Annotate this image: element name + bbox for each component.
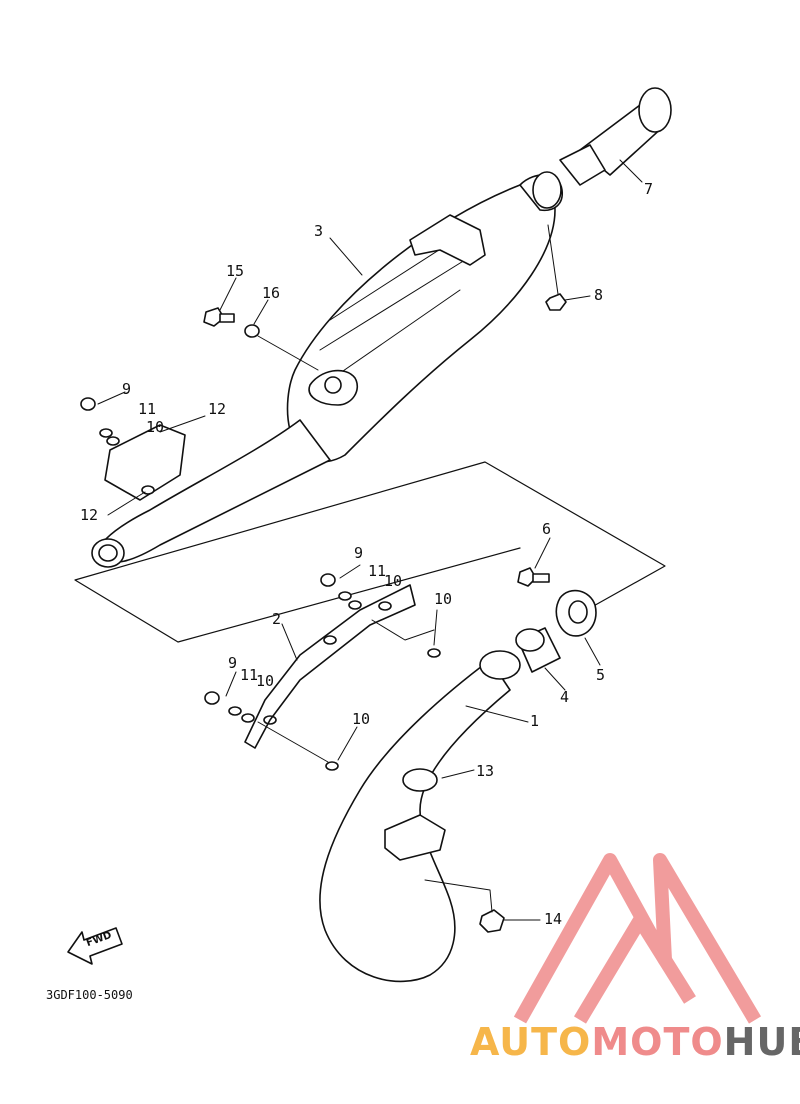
callout-8: 8	[594, 286, 604, 304]
callout-9-lower: 9	[228, 654, 238, 672]
callout-9-middle: 9	[354, 544, 364, 562]
muffler-body	[286, 180, 556, 463]
callout-11-middle: 11	[368, 562, 387, 580]
bolt-9-lower	[204, 691, 220, 705]
exhaust-pipe-inlet	[479, 650, 521, 680]
watermark-logo-icon	[513, 853, 762, 1024]
muffler-mount	[308, 369, 359, 406]
callout-16: 16	[262, 284, 281, 302]
callout-7: 7	[644, 180, 654, 198]
callout-1: 1	[530, 712, 540, 730]
washer-10-middle	[348, 600, 362, 610]
heat-guard	[104, 424, 186, 501]
brand-part-hub: HUB	[723, 1020, 800, 1064]
bolt-8	[545, 293, 567, 311]
washer-11-upper	[99, 428, 113, 438]
callout-2: 2	[272, 610, 282, 628]
bolt-9-middle	[320, 573, 336, 587]
muffler-mount-hole	[324, 376, 342, 394]
washer-10-lower-b	[241, 713, 255, 723]
diagram-code: 3GDF100-5090	[46, 988, 133, 1002]
callout-10-bottom: 10	[352, 710, 371, 728]
assembly-outline	[74, 461, 666, 643]
washer-10-upper	[106, 436, 120, 446]
callout-10-lower: 10	[256, 672, 275, 690]
washer-11-middle	[338, 591, 352, 601]
muffler-bracket	[409, 214, 486, 266]
bolt-15	[203, 307, 225, 327]
fwd-arrow	[67, 927, 123, 965]
washer-10-right	[427, 648, 441, 658]
brand-part-auto: AUTO	[470, 1020, 592, 1064]
callout-14: 14	[544, 910, 563, 928]
callout-6: 6	[542, 520, 552, 538]
nut-14	[479, 909, 505, 933]
spark-arrestor-cap	[638, 87, 672, 133]
tail-pipe-end	[91, 538, 125, 568]
clamp-5	[555, 589, 597, 637]
callout-10-middle: 10	[384, 572, 403, 590]
muffler-outlet	[532, 171, 562, 209]
exhaust-flange	[384, 814, 446, 861]
callout-15: 15	[226, 262, 245, 280]
bolt-9-upper	[80, 397, 96, 411]
callout-13: 13	[476, 762, 495, 780]
callout-5: 5	[596, 666, 606, 684]
callout-10-tail: 12	[80, 506, 99, 524]
callout-10-right: 10	[434, 590, 453, 608]
callout-3: 3	[314, 222, 324, 240]
watermark-brand: AUTOMOTOHUB	[470, 1020, 800, 1064]
callout-4: 4	[560, 688, 570, 706]
callout-12: 12	[208, 400, 227, 418]
gasket-13	[402, 768, 438, 792]
washer-16	[244, 324, 260, 338]
brand-part-moto: MOTO	[591, 1020, 724, 1064]
pipe-bracket	[244, 584, 416, 749]
callout-11-upper: 11	[138, 400, 157, 418]
callout-11-lower: 11	[240, 666, 259, 684]
callout-9-upper: 9	[122, 380, 132, 398]
callout-10-upper: 10	[146, 418, 165, 436]
washer-11-lower	[228, 706, 242, 716]
washer-10-bottom	[325, 761, 339, 771]
spark-arrestor-clip	[559, 144, 606, 186]
bolt-6	[517, 567, 537, 587]
